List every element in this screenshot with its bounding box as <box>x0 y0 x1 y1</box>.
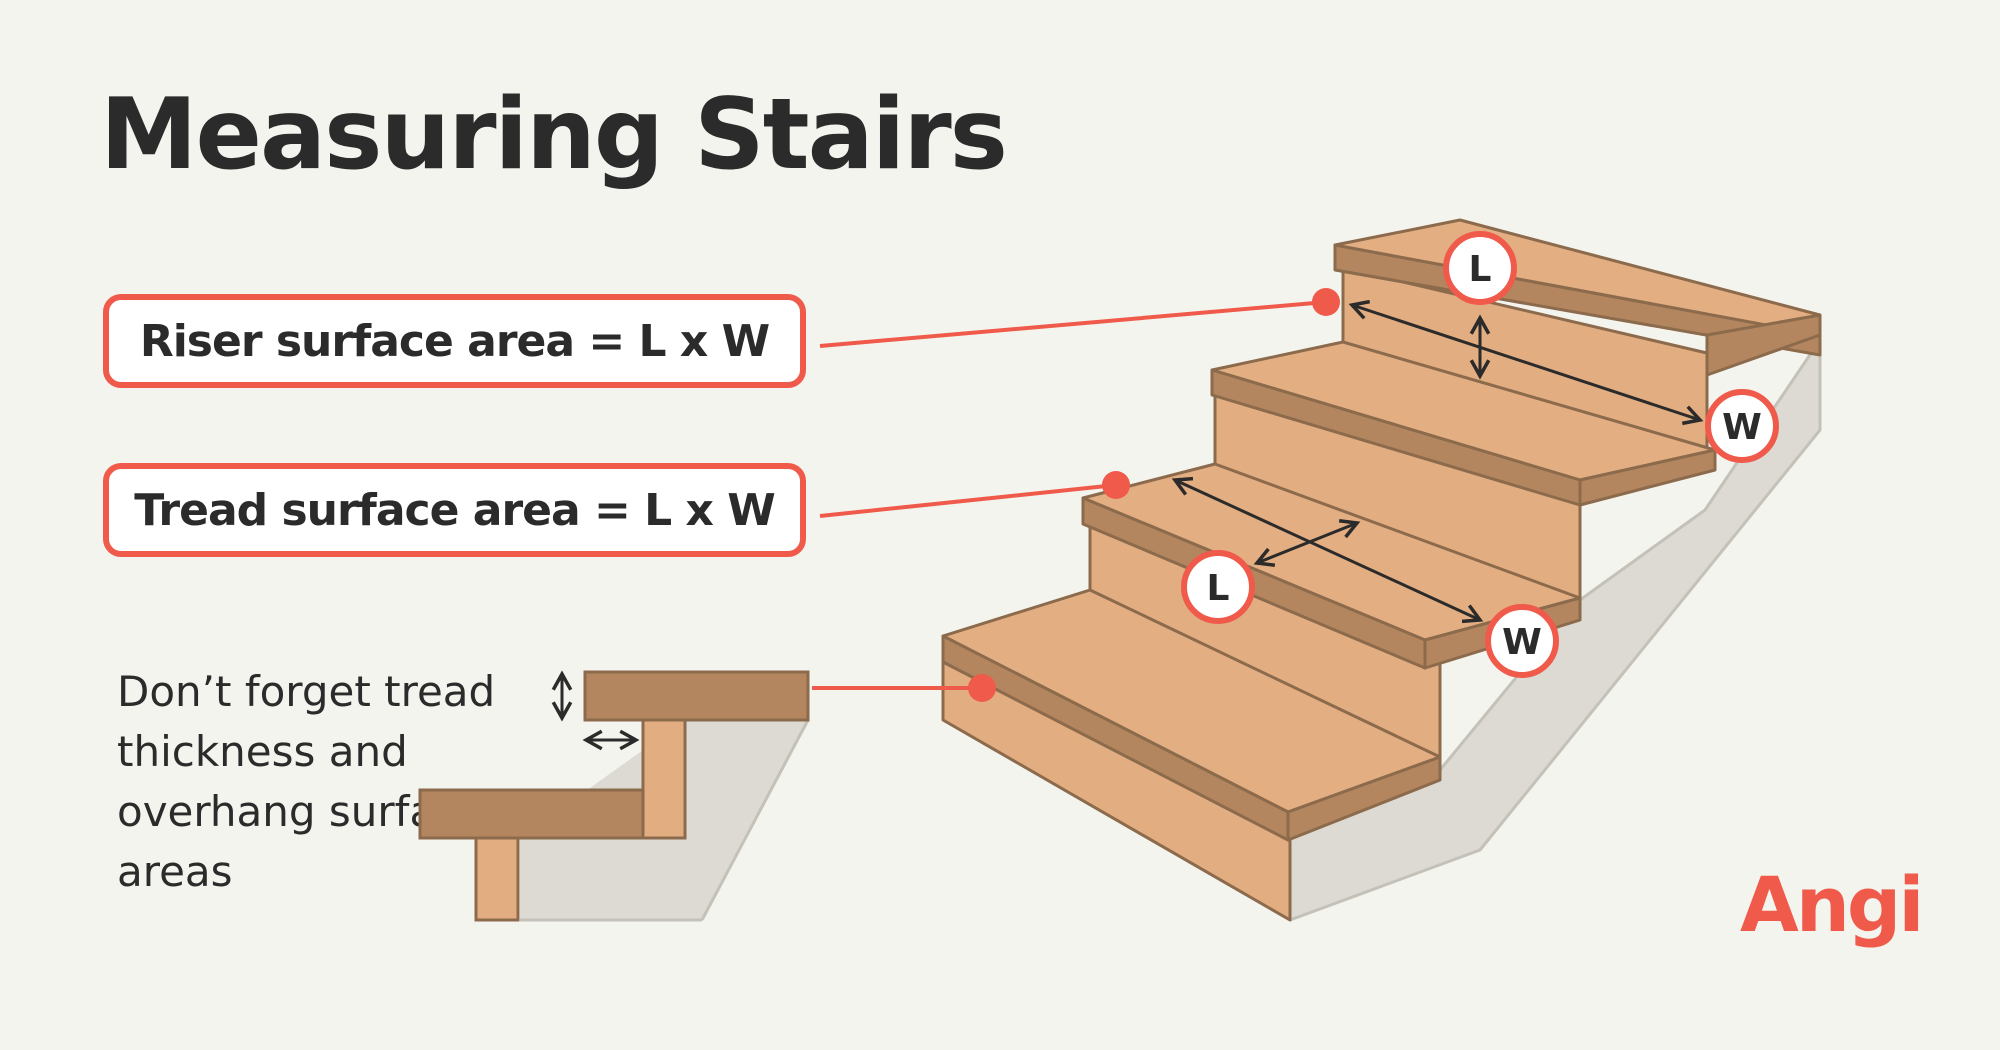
tread-leader-line <box>819 483 1117 518</box>
detail-lower-riser <box>474 836 520 922</box>
angi-logo: Angi <box>1740 860 1924 949</box>
riser-leader-line <box>819 300 1327 348</box>
top-tread-side <box>1705 313 1822 377</box>
tread-width-marker: W <box>1485 604 1559 678</box>
riser-width-marker-label: W <box>1722 407 1762 448</box>
riser-formula-label: Riser surface area = L x W <box>103 294 806 388</box>
tread-leader-dot <box>1102 471 1130 499</box>
riser-length-marker-label: L <box>1469 249 1492 290</box>
tread-detail-diagram <box>418 670 810 922</box>
riser-length-marker: L <box>1443 231 1517 305</box>
tread-length-arrow <box>1257 523 1357 563</box>
riser-leader-dot <box>1312 288 1340 316</box>
brand-name: Angi <box>1740 860 1924 949</box>
step3-tread-side <box>1578 448 1717 507</box>
detail-upper-riser <box>641 716 687 840</box>
tread-length-marker: L <box>1181 550 1255 624</box>
tread-length-marker-label: L <box>1207 568 1230 609</box>
detail-upper-tread <box>583 670 810 722</box>
riser-width-arrow <box>1352 305 1700 420</box>
tread-width-marker-label: W <box>1502 622 1542 663</box>
detail-lower-tread <box>418 788 645 840</box>
tread-formula-label: Tread surface area = L x W <box>103 463 806 557</box>
note-leader-dot <box>968 674 996 702</box>
page-title: Measuring Stairs <box>100 78 1008 192</box>
riser-width-marker: W <box>1705 389 1779 463</box>
step1-tread-side <box>1286 755 1442 842</box>
